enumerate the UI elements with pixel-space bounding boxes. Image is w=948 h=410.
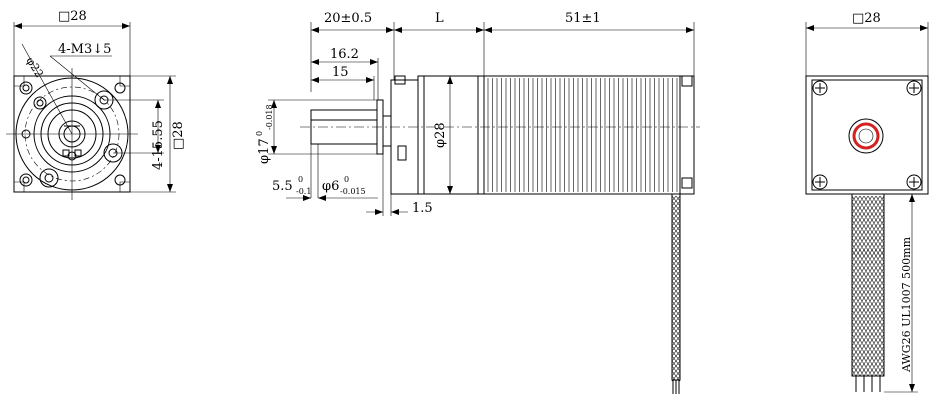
gearbox-body xyxy=(390,79,419,195)
dim-phi17: φ17 xyxy=(257,138,272,164)
rear-view: □28 AWG26 UL1007 500mm xyxy=(805,11,929,393)
dim-1-5: 1.5 xyxy=(412,201,433,216)
rear-center-boss xyxy=(848,118,884,154)
dim-5-5: 5.5 xyxy=(272,179,293,194)
dim-15: 15 xyxy=(332,65,349,80)
front-view: □28 xyxy=(6,9,186,200)
motor-body xyxy=(483,75,681,195)
hole-spacing-label: 4-15.55 xyxy=(151,120,166,170)
dim-phi6: φ6 xyxy=(322,179,339,194)
dim-L: L xyxy=(435,11,444,26)
holes-label: 4-M3↓5 xyxy=(58,42,111,57)
front-height-label: □28 xyxy=(171,121,186,150)
rear-width-label: □28 xyxy=(852,11,881,26)
svg-text:0: 0 xyxy=(255,131,264,136)
dim-16-2: 16.2 xyxy=(330,47,359,62)
rear-cable-bundle xyxy=(851,193,885,392)
svg-text:-0.018: -0.018 xyxy=(265,104,274,130)
svg-text:-0.015: -0.015 xyxy=(340,187,366,196)
rear-screws xyxy=(812,80,922,190)
cable-spec-label: AWG26 UL1007 500mm xyxy=(900,236,913,373)
dim-phi28: φ28 xyxy=(433,122,448,148)
svg-text:0: 0 xyxy=(344,175,349,184)
svg-text:0: 0 xyxy=(298,175,303,184)
front-width-label: □28 xyxy=(58,9,87,24)
side-view: 20±0.5 L 51±1 16.2 15 φ17 0 -0.018 xyxy=(255,11,700,394)
mounting-holes xyxy=(19,81,126,188)
dim-51: 51±1 xyxy=(565,11,601,26)
side-cable xyxy=(671,193,681,394)
dim-20: 20±0.5 xyxy=(324,11,372,26)
motor-fins xyxy=(487,78,678,192)
svg-text:-0.1: -0.1 xyxy=(296,187,311,196)
